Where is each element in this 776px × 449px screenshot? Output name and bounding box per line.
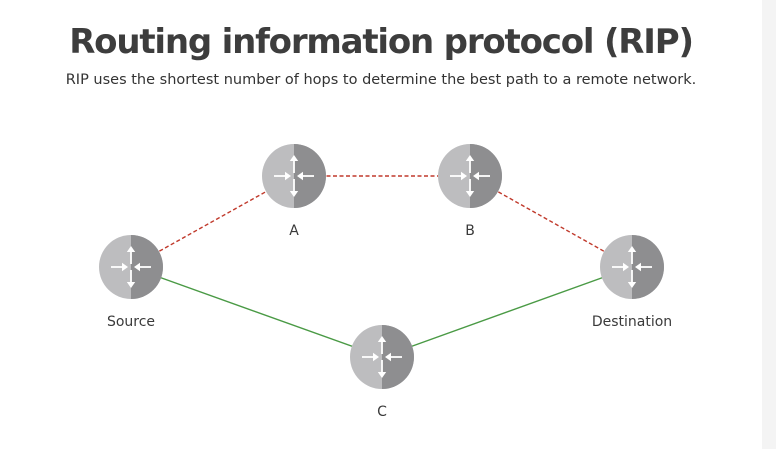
page-edge bbox=[762, 0, 776, 449]
router-arrows-icon bbox=[362, 336, 402, 378]
router-arrows-icon bbox=[111, 246, 151, 288]
router-label-source: Source bbox=[107, 314, 155, 330]
router-label-c: C bbox=[377, 404, 387, 420]
router-label-a: A bbox=[289, 223, 299, 239]
page-subtitle: RIP uses the shortest number of hops to … bbox=[65, 72, 697, 88]
router-a: A bbox=[262, 144, 326, 239]
link-b-destination bbox=[469, 175, 633, 268]
page-title: Routing information protocol (RIP) bbox=[69, 22, 694, 62]
router-arrows-icon bbox=[450, 155, 490, 197]
link-c-destination bbox=[381, 266, 633, 358]
router-label-b: B bbox=[465, 223, 475, 239]
router-label-destination: Destination bbox=[592, 314, 672, 330]
link-source-a bbox=[130, 175, 295, 268]
router-arrows-icon bbox=[274, 155, 314, 197]
router-b: B bbox=[438, 144, 502, 239]
router-source: Source bbox=[99, 235, 163, 330]
router-arrows-icon bbox=[612, 246, 652, 288]
router-c: C bbox=[350, 325, 414, 420]
link-source-c bbox=[130, 266, 383, 358]
router-destination: Destination bbox=[592, 235, 672, 330]
